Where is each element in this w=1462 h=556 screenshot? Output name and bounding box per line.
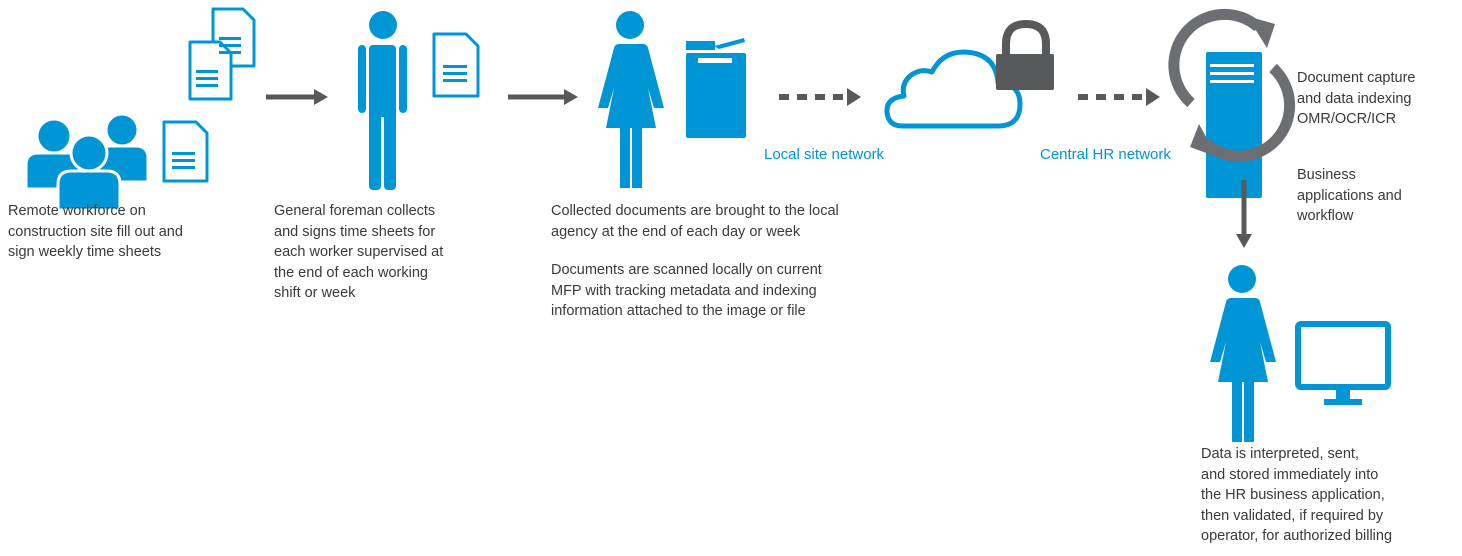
- lock-icon: [996, 19, 1054, 90]
- final-caption: Data is interpreted, sent, and stored im…: [1201, 446, 1393, 544]
- cloud-icon: [884, 49, 1023, 129]
- server-capture-text: Document capture and data indexing OMR/O…: [1297, 70, 1416, 127]
- foreman-icon: [358, 11, 407, 190]
- server-icon: [1206, 52, 1262, 198]
- stage-3b-caption: Documents are scanned locally on current…: [551, 262, 822, 319]
- stage-3-caption: Collected documents are brought to the l…: [551, 203, 839, 240]
- workforce-group-icon: [24, 112, 150, 212]
- signed-sheet-icon: [432, 32, 480, 98]
- flow-arrow-down: [1236, 180, 1252, 248]
- stage-2-caption: General foreman collects and signs time …: [274, 203, 444, 301]
- agency-worker-icon: [598, 11, 664, 188]
- mfp-printer-icon: [686, 38, 746, 138]
- central-network-label: Central HR network: [1040, 146, 1171, 163]
- time-sheets-icon: [162, 7, 256, 183]
- operator-icon: [1210, 265, 1276, 442]
- local-network-label: Local site network: [764, 146, 885, 163]
- sync-cycle-icon: [1168, 8, 1296, 162]
- flow-arrow: [266, 89, 328, 105]
- flow-arrow-dashed: [779, 88, 861, 106]
- server-business-text: Business applications and workflow: [1297, 167, 1402, 224]
- monitor-icon: [1295, 321, 1391, 405]
- flow-arrow: [508, 89, 578, 105]
- flow-arrow-dashed: [1078, 88, 1160, 106]
- stage-1-caption: Remote workforce on construction site fi…: [8, 203, 183, 260]
